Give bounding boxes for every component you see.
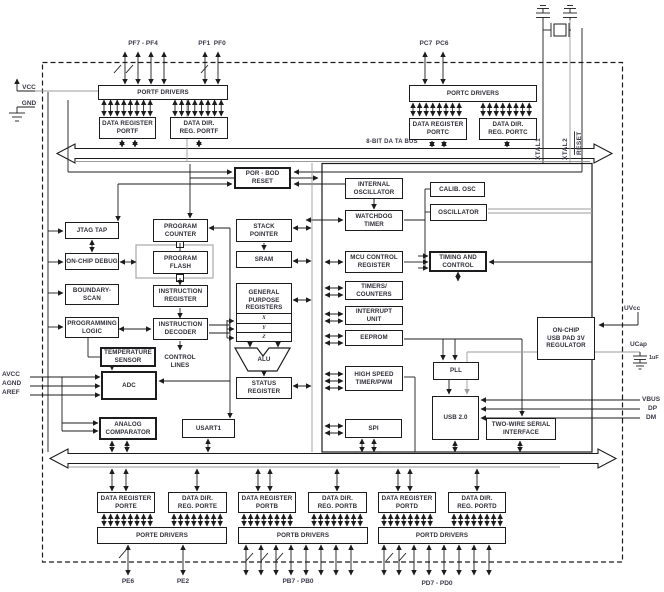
block-portf-drivers: PORTF DRIVERS <box>98 85 228 100</box>
block-program-flash: PROGRAM FLASH <box>153 251 208 274</box>
crystal-body <box>553 23 567 37</box>
block-portd-drivers: PORTD DRIVERS <box>378 527 506 544</box>
pin-label-uvcc: UVcc <box>624 305 641 312</box>
block-temperature-sensor: TEMPERATURE SENSOR <box>100 347 156 367</box>
pin-label-pf1-pf0: PF1 PF0 <box>198 40 226 47</box>
block-timing-and-control: TIMING AND CONTROL <box>429 251 487 272</box>
block-data-dir-reg-portd: DATA DIR. REG. PORTD <box>448 492 506 513</box>
pin-label-ucap: UCap <box>630 341 647 348</box>
block-watchdog-timer: WATCHDOG TIMER <box>345 210 403 231</box>
alu-shape <box>233 347 292 372</box>
block-programming-logic: PROGRAMMING LOGIC <box>65 317 119 338</box>
block-interrupt-unit: INTERRUPT UNIT <box>345 306 403 325</box>
block-on-chip-debug: ON-CHIP DEBUG <box>65 253 119 270</box>
block-data-register-portb: DATA REGISTER PORTB <box>238 492 296 513</box>
block-high-speed-timer-pwm: HIGH SPEED TIMER/PWM <box>345 366 403 391</box>
pin-label-dp: DP <box>648 405 658 412</box>
block-usb-20: USB 2.0 <box>432 396 479 440</box>
block-adc: ADC <box>101 371 157 400</box>
block-data-register-portd: DATA REGISTER PORTD <box>378 492 436 513</box>
pin-label-agnd: AGND <box>2 380 22 387</box>
block-portc-drivers: PORTC DRIVERS <box>409 85 537 102</box>
block-oscillator: OSCILLATOR <box>430 204 487 221</box>
block-two-wire-serial-interface: TWO-WIRE SERIAL INTERFACE <box>486 418 556 440</box>
block-jtag-tap: JTAG TAP <box>65 222 119 239</box>
pin-label-vbus: VBUS <box>642 396 661 403</box>
pin-label-pe2: PE2 <box>176 578 190 585</box>
block-spi: SPI <box>345 419 402 438</box>
block-por-bod-reset: POR - BOD RESET <box>234 167 291 189</box>
pin-label-vcc: VCC <box>22 84 36 91</box>
block-data-dir-reg-porte: DATA DIR. REG. PORTE <box>168 492 227 513</box>
chip-boundary <box>41 61 624 563</box>
pin-label-dm: DM <box>646 414 657 421</box>
block-alu: ALU <box>257 356 271 364</box>
pin-label-cap-value: 1uF <box>649 355 659 361</box>
block-pll: PLL <box>433 362 479 380</box>
top-data-bus <box>55 143 614 164</box>
block-usart1: USART1 <box>182 419 235 438</box>
block-mcu-control-register: MCU CONTROL REGISTER <box>345 251 403 273</box>
bottom-data-bus <box>48 448 618 469</box>
block-stack-pointer: STACK POINTER <box>236 219 292 242</box>
block-eeprom: EEPROM <box>345 330 403 346</box>
pin-label-xtal1: XTAL1 <box>535 137 542 160</box>
data-bus-label: 8-BIT DA TA BUS <box>366 139 418 145</box>
block-analog-comparator: ANALOG COMPARATOR <box>99 417 157 440</box>
register-row-y: Y <box>237 322 291 332</box>
pin-label-pc7-pc6: PC7 PC6 <box>419 40 449 47</box>
pin-label-gnd: GND <box>21 100 37 107</box>
block-program-counter: PROGRAM COUNTER <box>153 219 208 242</box>
pin-label-avcc: AVCC <box>2 371 20 378</box>
block-porte-drivers: PORTE DRIVERS <box>97 527 227 544</box>
block-status-register: STATUS REGISTER <box>236 377 292 399</box>
block-internal-oscillator: INTERNAL OSCILLATOR <box>345 178 403 199</box>
register-row-x: X <box>237 313 291 322</box>
block-data-dir-reg-portc: DATA DIR. REG. PORTC <box>479 118 537 140</box>
pin-label-pf7-pf4: PF7 - PF4 <box>128 40 158 47</box>
pin-label-reset: RESET <box>576 131 583 155</box>
block-boundary-scan: BOUNDARY- SCAN <box>65 284 119 305</box>
block-calib-osc: CALIB. OSC <box>430 182 485 197</box>
block-data-register-portc: DATA REGISTER PORTC <box>409 118 467 140</box>
block-instruction-decoder: INSTRUCTION DECODER <box>153 318 208 340</box>
pin-label-aref: AREF <box>2 389 20 396</box>
block-data-register-portf: DATA REGISTER PORTF <box>99 117 156 139</box>
pin-label-xtal2: XTAL2 <box>562 137 569 160</box>
pin-label-pb7-pb0: PB7 - PB0 <box>282 578 314 585</box>
block-data-dir-reg-portf: DATA DIR. REG. PORTF <box>170 117 228 139</box>
pin-label-pe6: PE6 <box>121 578 135 585</box>
register-row-z: Z <box>237 331 291 341</box>
block-control-lines: CONTROL LINES <box>164 353 196 369</box>
block-data-dir-reg-portb: DATA DIR. REG. PORTB <box>308 492 367 513</box>
block-on-chip-usb-pad-regulator: ON-CHIP USB PAD 3V REGULATOR <box>537 317 595 360</box>
block-data-register-porte: DATA REGISTER PORTE <box>97 492 155 513</box>
block-portb-drivers: PORTB DRIVERS <box>238 527 368 544</box>
block-timers-counters: TIMERS/ COUNTERS <box>345 281 403 300</box>
block-instruction-register: INSTRUCTION REGISTER <box>153 285 208 307</box>
pin-label-pd7-pd0: PD7 - PD0 <box>421 580 453 587</box>
block-sram: SRAM <box>236 251 292 268</box>
